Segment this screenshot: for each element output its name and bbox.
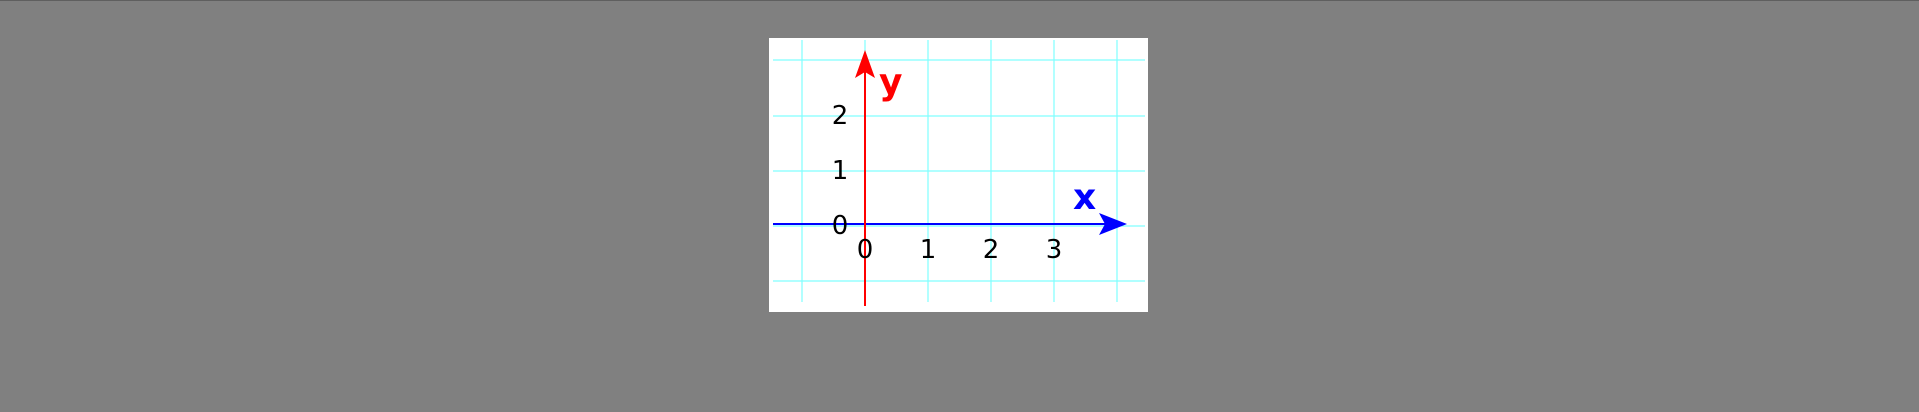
- y-axis-arrowhead: [855, 50, 875, 78]
- x-tick-label-1: 1: [920, 235, 937, 265]
- x-tick-label-0: 0: [857, 235, 874, 265]
- x-axis-label: x: [1073, 177, 1096, 218]
- x-axis: x: [773, 177, 1127, 235]
- coordinate-plane-svg: x y 0 1 2 3 0 1 2: [773, 40, 1145, 306]
- y-tick-label-1: 1: [832, 156, 849, 186]
- y-tick-label-2: 2: [832, 101, 849, 131]
- x-axis-arrowhead: [1099, 213, 1127, 235]
- y-axis: y: [855, 50, 902, 306]
- x-tick-labels: 0 1 2 3: [857, 235, 1063, 265]
- y-tick-label-0: 0: [832, 211, 849, 241]
- y-axis-label: y: [879, 62, 902, 103]
- y-tick-labels: 0 1 2: [832, 101, 849, 241]
- coordinate-diagram: x y 0 1 2 3 0 1 2: [769, 38, 1148, 312]
- x-tick-label-3: 3: [1046, 235, 1063, 265]
- x-tick-label-2: 2: [983, 235, 1000, 265]
- grid: [773, 40, 1145, 302]
